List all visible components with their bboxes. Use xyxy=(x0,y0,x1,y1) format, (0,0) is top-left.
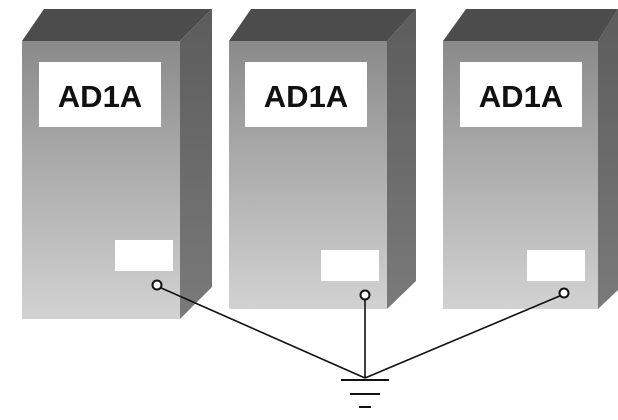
cabinet-1-top-face xyxy=(22,9,212,41)
cabinet-1-label: AD1A xyxy=(58,79,142,114)
cabinet-3-side-face xyxy=(598,9,618,309)
cabinet-3-label-panel xyxy=(460,62,582,127)
cabinet-3-label: AD1A xyxy=(479,79,563,114)
cabinet-3: AD1A xyxy=(443,9,618,309)
terminal-connector-icon xyxy=(558,287,570,299)
cabinet-2-top-face xyxy=(229,9,416,41)
ground-wire-1 xyxy=(158,286,366,379)
cabinet-3-top-face xyxy=(443,9,618,41)
cabinet-2-label-panel xyxy=(245,62,367,127)
cabinet-1-label-panel xyxy=(39,62,161,127)
cabinet-2-side-face xyxy=(387,9,416,309)
cabinet-2-indicator-panel xyxy=(321,250,379,281)
cabinet-1-side-face xyxy=(180,9,212,319)
cabinet-2-label: AD1A xyxy=(264,79,348,114)
cabinet-2: AD1A xyxy=(229,9,416,309)
terminal-connector-icon xyxy=(151,279,163,291)
ground-icon xyxy=(341,379,389,408)
terminal-connector-icon xyxy=(359,289,371,301)
cabinet-3-indicator-panel xyxy=(527,250,585,281)
ground-wires xyxy=(158,286,563,379)
cabinet-1: AD1A xyxy=(22,9,212,319)
terminal-connectors xyxy=(151,279,570,301)
ground-wire-3 xyxy=(364,294,563,379)
cabinet-1-indicator-panel xyxy=(115,240,173,271)
